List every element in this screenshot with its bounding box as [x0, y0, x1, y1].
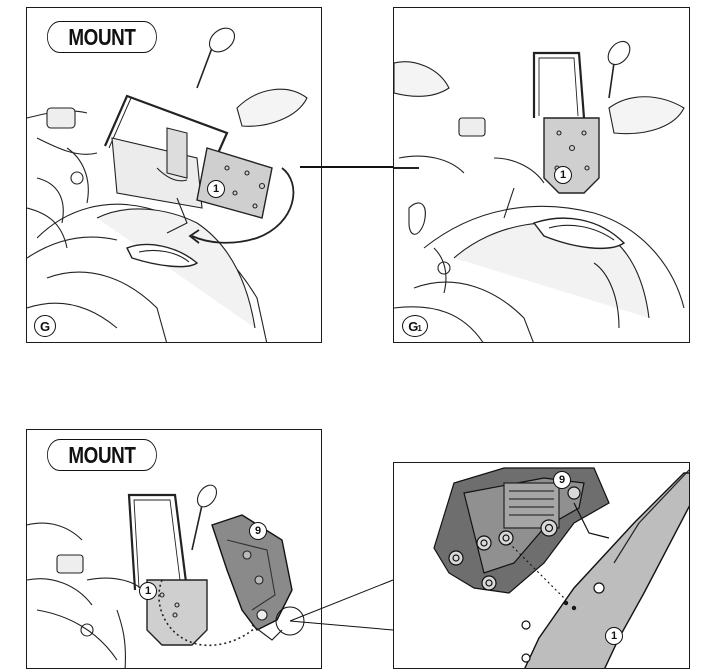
part-callout-1: 1 [554, 166, 572, 184]
motorcycle-front-illustration [27, 484, 293, 668]
motorcycle-front-illustration [394, 40, 685, 342]
panel-top-left: MOUNT 1 G [26, 7, 322, 343]
part-callout-1: 1 [605, 627, 623, 645]
part-callout-9: 9 [249, 522, 267, 540]
bracket-detail-illustration [433, 467, 689, 668]
mount-badge: MOUNT [47, 439, 157, 471]
part-callout-1: 1 [139, 582, 157, 600]
panel-bottom-right-detail: 9 1 [393, 462, 690, 669]
mount-badge: MOUNT [47, 21, 157, 53]
panel-bottom-left: MOUNT 1 9 [26, 429, 322, 669]
step-label-g: G [34, 315, 56, 337]
motorcycle-front-illustration [27, 27, 308, 342]
step-letter: G [408, 318, 419, 334]
part-callout-1: 1 [207, 180, 225, 198]
part-callout-9: 9 [553, 471, 571, 489]
step-subscript: 1 [417, 324, 422, 333]
